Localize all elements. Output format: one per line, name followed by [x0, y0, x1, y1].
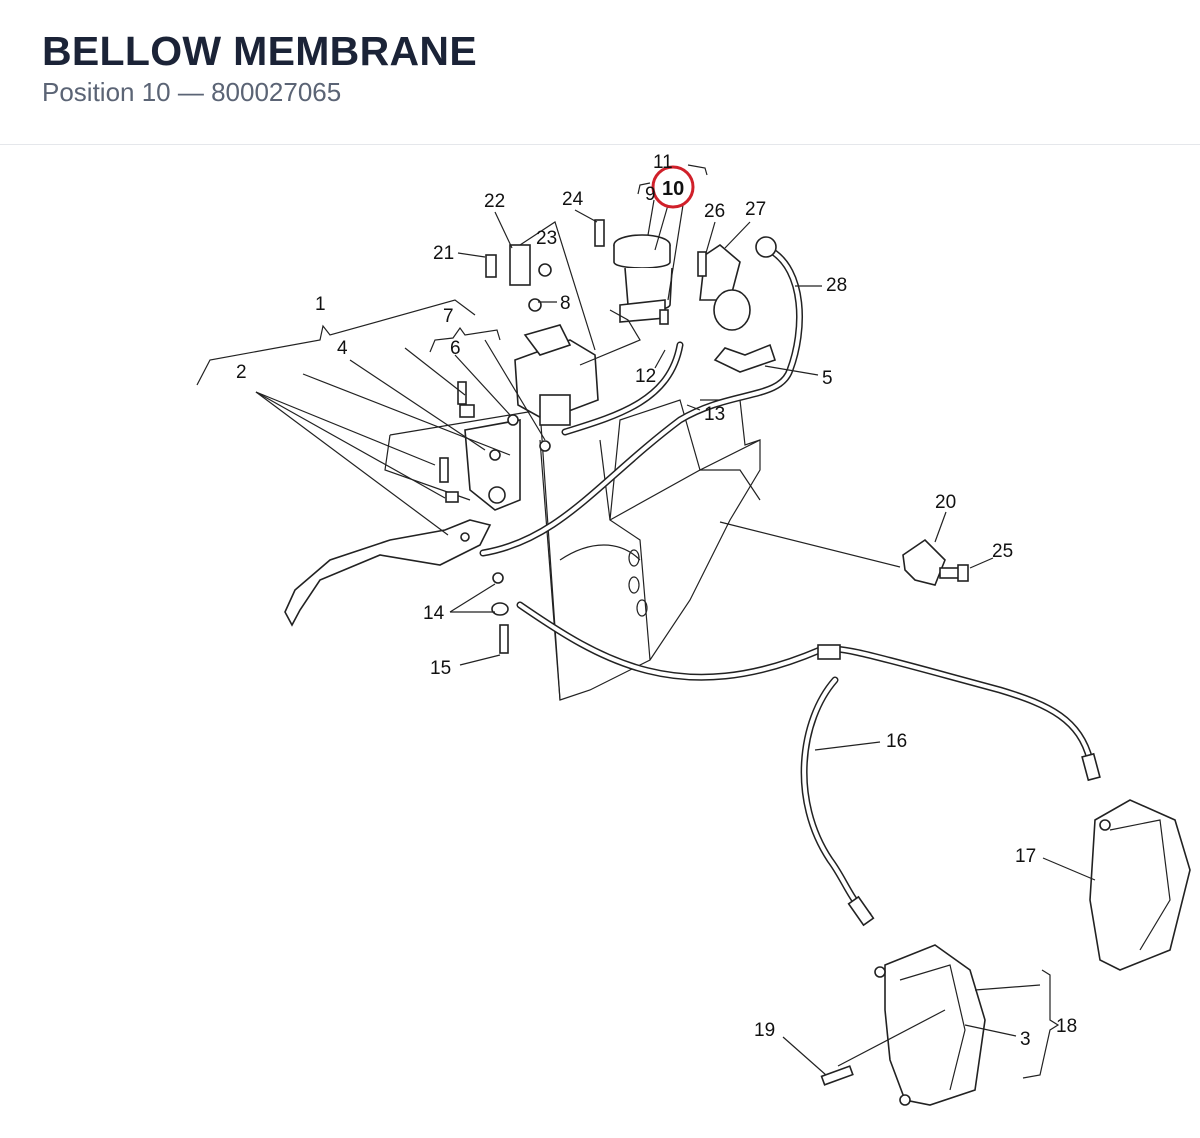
caliper-17-drawing [1089, 799, 1191, 971]
callout-27: 27 [745, 199, 766, 220]
callout-14: 14 [423, 603, 445, 624]
exploded-parts-diagram: 1 2 3 4 5 6 7 8 9 10 11 12 13 14 15 16 1… [0, 145, 1200, 1138]
callout-24: 24 [562, 189, 584, 210]
callout-16: 16 [886, 731, 907, 752]
callout-4: 4 [337, 338, 348, 359]
callout-20: 20 [935, 492, 956, 513]
clamp-drawing [902, 538, 969, 586]
callout-13: 13 [704, 404, 725, 425]
callout-19: 19 [754, 1020, 775, 1041]
reservoir-drawing [613, 234, 673, 325]
bracket-parts-drawing [697, 243, 777, 373]
callout-12: 12 [635, 366, 656, 387]
callout-labels: 1 2 3 4 5 6 7 8 9 10 11 12 13 14 15 16 1… [236, 152, 1077, 1050]
highlight-ring [651, 165, 695, 209]
callout-1: 1 [315, 294, 326, 315]
brake-lever-drawing [284, 519, 492, 627]
page-subtitle: Position 10 — 800027065 [42, 77, 342, 107]
callout-3: 3 [1020, 1029, 1031, 1050]
callout-15: 15 [430, 658, 451, 679]
hoses-drawing [479, 236, 1101, 927]
callout-9: 9 [645, 184, 656, 205]
caliper-18-drawing [874, 944, 986, 1106]
callout-21: 21 [433, 243, 454, 264]
callout-22: 22 [484, 191, 505, 212]
callout-11: 11 [653, 152, 673, 173]
callout-5: 5 [822, 368, 833, 389]
callout-6: 6 [450, 338, 461, 359]
leader-lines [196, 164, 1096, 1079]
page-title: BELLOW MEMBRANE [42, 28, 477, 74]
page-header: BELLOW MEMBRANE Position 10 — 800027065 [0, 0, 1200, 145]
callout-25: 25 [992, 541, 1013, 562]
callout-26: 26 [704, 201, 725, 222]
callout-17: 17 [1015, 846, 1036, 867]
callout-8: 8 [560, 293, 571, 314]
callout-28: 28 [826, 275, 847, 296]
callout-7: 7 [443, 306, 454, 327]
callout-23: 23 [536, 228, 557, 249]
callout-2: 2 [236, 362, 247, 383]
callout-18: 18 [1056, 1016, 1077, 1037]
callout-10: 10 [662, 178, 684, 200]
